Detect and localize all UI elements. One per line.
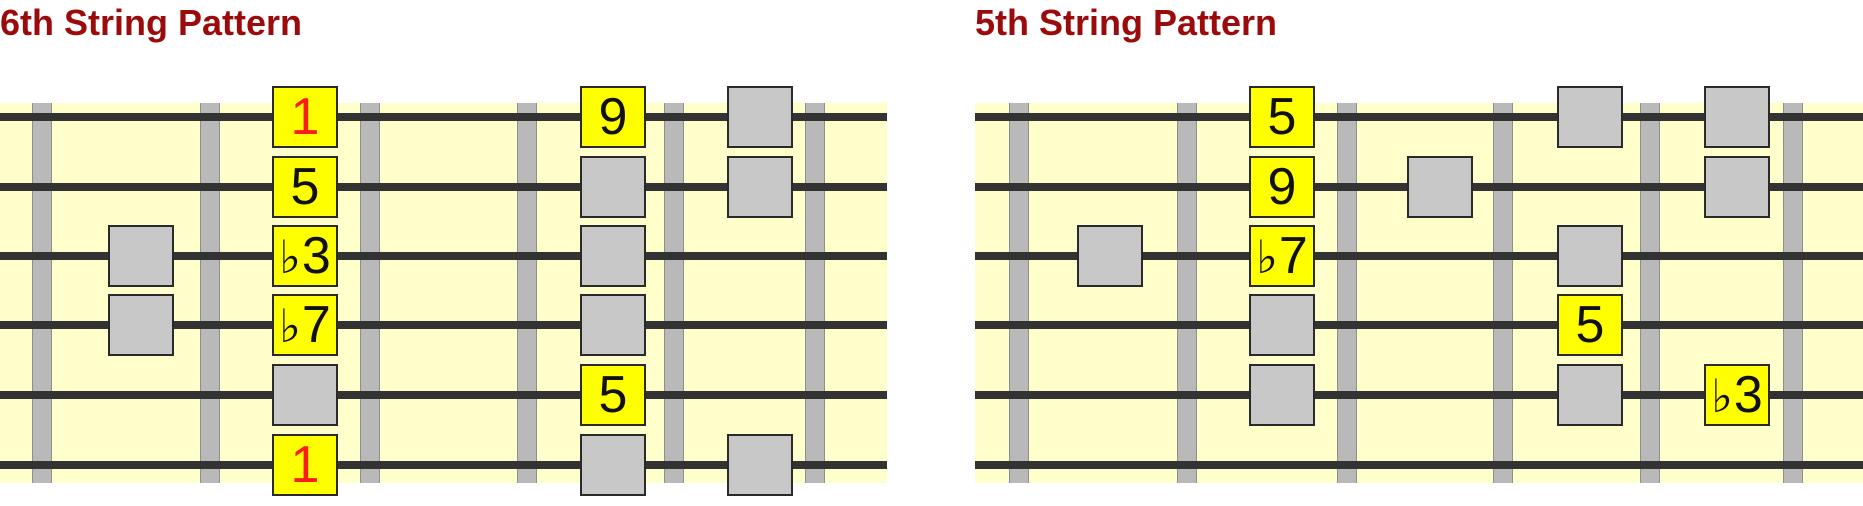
string-5	[0, 391, 887, 399]
diagram-6th-string: 6th String Pattern 1 5 ♭3 ♭7 1 9 5	[0, 0, 900, 506]
diagram-5th-string: 5th String Pattern 5 9 ♭7 5 ♭3	[975, 0, 1863, 506]
fret-4	[517, 103, 537, 483]
scale-note	[1704, 86, 1770, 148]
scale-note	[727, 86, 793, 148]
string-4	[975, 321, 1863, 329]
interval-note: ♭7	[272, 294, 338, 356]
diagram-title: 5th String Pattern	[975, 2, 1278, 43]
note-label: 9	[1267, 158, 1297, 216]
note-label: 1	[290, 88, 320, 146]
string-4	[0, 321, 887, 329]
fretboard: 1 5 ♭3 ♭7 1 9 5	[0, 86, 887, 496]
string-6	[975, 461, 1863, 469]
scale-note	[580, 294, 646, 356]
interval-note: 5	[272, 156, 338, 218]
fret-6	[805, 103, 825, 483]
interval-note: 9	[1249, 156, 1315, 218]
string-1	[0, 113, 887, 121]
scale-note	[727, 434, 793, 496]
string-1	[975, 113, 1863, 121]
note-label: ♭7	[279, 296, 331, 354]
interval-note: 1	[272, 86, 338, 148]
scale-note	[108, 225, 174, 287]
note-label: 9	[598, 88, 628, 146]
fretboard: 5 9 ♭7 5 ♭3	[975, 86, 1863, 483]
scale-note	[1704, 156, 1770, 218]
diagram-title: 6th String Pattern	[0, 2, 303, 43]
scale-note	[1557, 86, 1623, 148]
scale-note	[1557, 225, 1623, 287]
fret-2	[1177, 103, 1197, 483]
note-label: 5	[290, 158, 320, 216]
interval-note: ♭3	[272, 225, 338, 287]
string-3	[975, 252, 1863, 260]
interval-note: 5	[1249, 86, 1315, 148]
interval-note: 9	[580, 86, 646, 148]
fret-4	[1493, 103, 1513, 483]
scale-note	[1077, 225, 1143, 287]
string-2	[0, 183, 887, 191]
scale-note	[1249, 364, 1315, 426]
string-3	[0, 252, 887, 260]
scale-note	[108, 294, 174, 356]
note-label: ♭7	[1256, 227, 1308, 285]
note-label: 5	[1267, 88, 1297, 146]
scale-note	[1249, 294, 1315, 356]
scale-note	[580, 225, 646, 287]
interval-note: 5	[580, 364, 646, 426]
fret-5	[664, 103, 684, 483]
fret-5	[1640, 103, 1660, 483]
note-label: 5	[598, 366, 628, 424]
note-label: ♭3	[279, 227, 331, 285]
scale-note	[580, 434, 646, 496]
scale-note	[272, 364, 338, 426]
string-6	[0, 461, 887, 469]
interval-note: ♭7	[1249, 225, 1315, 287]
interval-note: 5	[1557, 294, 1623, 356]
string-5	[975, 391, 1863, 399]
interval-note: 1	[272, 434, 338, 496]
fret-3	[1337, 103, 1357, 483]
fret-6	[1783, 103, 1803, 483]
fret-1	[1009, 103, 1029, 483]
interval-note: ♭3	[1704, 364, 1770, 426]
note-label: ♭3	[1711, 366, 1763, 424]
fret-2	[200, 103, 220, 483]
note-label: 1	[290, 436, 320, 494]
scale-note	[1407, 156, 1473, 218]
scale-note	[580, 156, 646, 218]
scale-note	[727, 156, 793, 218]
scale-note	[1557, 364, 1623, 426]
fret-1	[32, 103, 52, 483]
note-label: 5	[1575, 296, 1605, 354]
fret-3	[360, 103, 380, 483]
